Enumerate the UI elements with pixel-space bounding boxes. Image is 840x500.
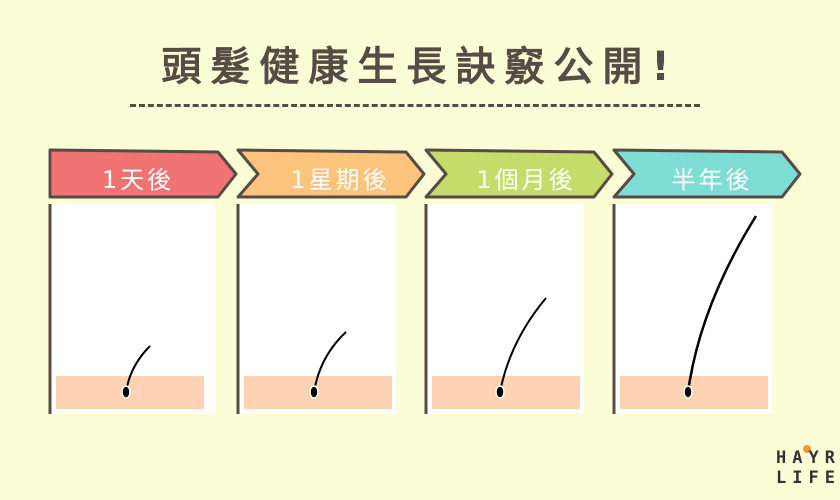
stage-label-1: 1天後 — [101, 166, 175, 194]
stage-card-graphic — [48, 148, 238, 414]
stage-card-1-month — [422, 146, 618, 416]
logo-line-2: LIFE — [776, 468, 840, 488]
stage-card-1-week — [234, 146, 430, 416]
hairlife-logo: HAYR LIFE — [776, 448, 840, 488]
stage-card-half-year — [610, 146, 806, 416]
stage-card-graphic — [424, 148, 614, 414]
stage-card-1-day — [46, 146, 242, 416]
stage-label-4: 半年後 — [671, 166, 753, 194]
dashed-divider — [130, 104, 700, 107]
logo-line-1: HAYR — [776, 448, 840, 468]
stage-label-2: 1星期後 — [290, 166, 390, 194]
stage-label-3: 1個月後 — [476, 166, 576, 194]
logo-leaf-icon — [803, 445, 811, 453]
stage-card-graphic — [612, 148, 802, 414]
page-title: 頭髮健康生長訣竅公開! — [161, 44, 679, 90]
stage-card-graphic — [236, 148, 426, 414]
